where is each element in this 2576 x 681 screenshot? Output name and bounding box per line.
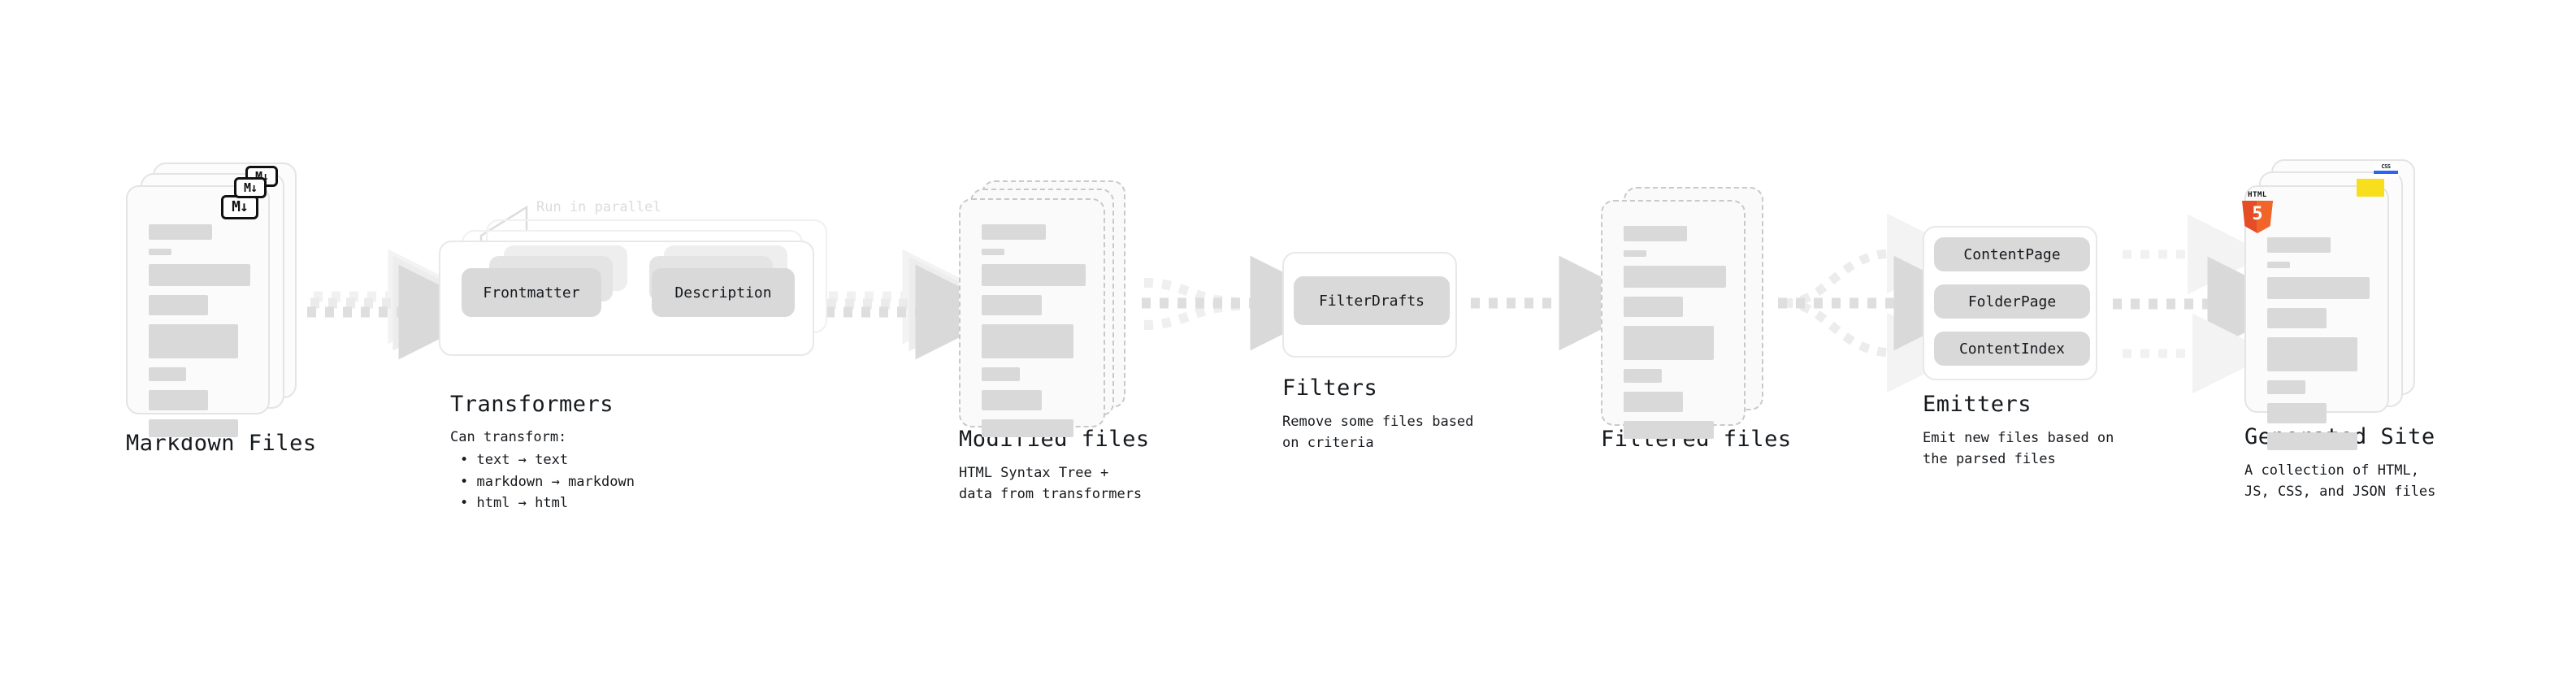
emitters-caption: Emitters Emit new files based on the par…: [1923, 392, 2114, 470]
css-badge-label: CSS: [2381, 163, 2391, 170]
html5-badge-digit: 5: [2252, 204, 2263, 224]
sheet-content-bars: [1624, 226, 1726, 448]
transformers-caption: Transformers Can transform: text → text …: [450, 392, 635, 514]
modified-files-caption: Modified files HTML Syntax Tree + data f…: [959, 427, 1150, 505]
sheet-content-bars: [982, 224, 1086, 446]
emitter-chip-folderpage[interactable]: FolderPage: [1934, 284, 2090, 319]
generated-site-subtitle: A collection of HTML, JS, CSS, and JSON …: [2244, 462, 2436, 500]
emitters-subtitle: Emit new files based on the parsed files: [1923, 430, 2114, 467]
transformers-bullet-2: html → html: [450, 492, 635, 514]
transformer-chip-description[interactable]: Description: [652, 268, 795, 317]
run-in-parallel-label: Run in parallel: [536, 199, 661, 215]
filters-subtitle: Remove some files based on criteria: [1282, 414, 1474, 451]
js-badge: [2357, 179, 2384, 197]
filters-caption: Filters Remove some files based on crite…: [1282, 375, 1473, 453]
markdown-badge-front: M↓: [221, 195, 258, 219]
html5-badge: HTML 5: [2240, 191, 2275, 233]
transformers-bullet-0: text → text: [450, 449, 635, 471]
emitter-chip-contentindex[interactable]: ContentIndex: [1934, 332, 2090, 366]
filtered-files-stack: [1601, 187, 1788, 439]
transformer-chip-frontmatter[interactable]: Frontmatter: [462, 268, 601, 317]
transformers-bullet-list: text → text markdown → markdown html → h…: [450, 449, 635, 514]
transformers-title: Transformers: [450, 392, 614, 417]
markdown-badge-mid: M↓: [234, 177, 267, 198]
modified-sheet-front: [959, 198, 1105, 437]
css-badge-underline: [2374, 171, 2398, 174]
css-badge: CSS: [2373, 164, 2399, 177]
filter-chip-filterdrafts[interactable]: FilterDrafts: [1294, 276, 1450, 325]
sheet-content-bars: [149, 224, 250, 446]
generated-site-stack: CSS HTML 5: [2242, 159, 2439, 450]
arrow-emitters-to-site: [2113, 214, 2303, 394]
emitter-chip-contentpage-label: ContentPage: [1963, 245, 2061, 263]
emitter-chip-contentpage[interactable]: ContentPage: [1934, 237, 2090, 271]
emitter-chip-contentindex-label: ContentIndex: [1958, 340, 2066, 358]
sheet-content-bars: [2267, 237, 2370, 459]
transformers-lead: Can transform:: [450, 429, 567, 445]
modified-files-subtitle: HTML Syntax Tree + data from transformer…: [959, 465, 1143, 502]
emitters-title: Emitters: [1923, 392, 2032, 417]
transformer-chip-frontmatter-label: Frontmatter: [483, 284, 580, 301]
transformers-bullets: Can transform: text → text markdown → ma…: [450, 427, 635, 514]
arrow-modified-to-filters: [1142, 255, 1346, 351]
filter-chip-filterdrafts-label: FilterDrafts: [1318, 292, 1425, 310]
filters-title: Filters: [1282, 375, 1378, 401]
transformers-bullet-1: markdown → markdown: [450, 471, 634, 492]
modified-files-stack: [959, 180, 1146, 437]
emitter-chip-folderpage-label: FolderPage: [1967, 293, 2057, 310]
transformer-chip-description-label: Description: [674, 284, 772, 301]
markdown-sheet-front: M↓: [126, 185, 270, 437]
filtered-sheet-front: [1601, 200, 1746, 439]
markdown-files-stack: M↓ M↓ M↓: [126, 163, 305, 437]
arrow-markdown-to-transformers: [307, 249, 494, 360]
html5-badge-word: HTML: [2248, 191, 2267, 199]
arrow-filtered-to-emitters: [1778, 213, 1989, 393]
site-sheet-front: HTML 5: [2242, 185, 2389, 450]
transformers-group: Frontmatter Description: [439, 219, 845, 358]
